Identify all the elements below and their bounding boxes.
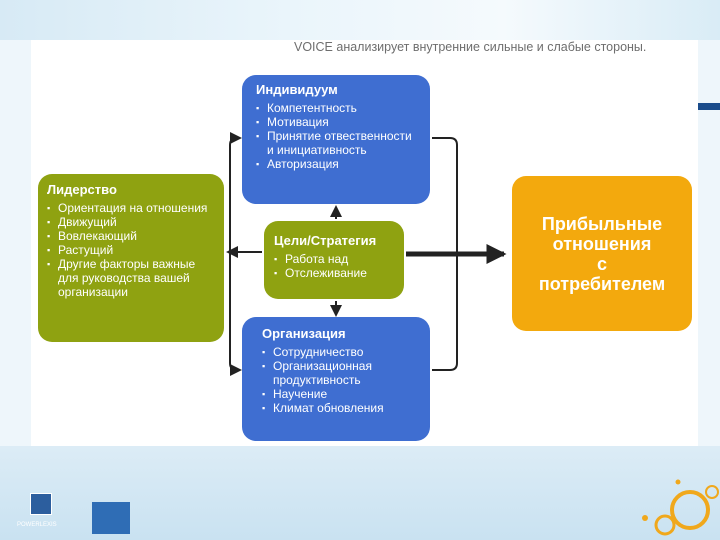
arrow-leader-to-individual [230, 138, 240, 252]
box-individual-title: Индивидуум [256, 82, 420, 97]
arrow-leader-to-organization [230, 252, 240, 370]
list-item: Компетентность [256, 101, 420, 115]
box-goals-title: Цели/Стратегия [274, 233, 398, 248]
decorative-square [92, 502, 130, 534]
list-item: Другие факторы важные для руководства ва… [47, 257, 218, 299]
box-profit-text: Прибыльные отношения с потребителем [539, 214, 665, 294]
box-profit: Прибыльные отношения с потребителем [512, 176, 692, 331]
list-item: Отслеживание [274, 266, 398, 280]
list-item: Растущий [47, 243, 218, 257]
list-item: Климат обновления [262, 401, 424, 415]
list-item: Мотивация [256, 115, 420, 129]
list-item: Вовлекающий [47, 229, 218, 243]
box-goals: Цели/Стратегия Работа над Отслеживание [264, 221, 404, 299]
list-item: Движущий [47, 215, 218, 229]
decorative-swirl-icon [620, 470, 720, 540]
box-organization-title: Организация [262, 326, 424, 341]
list-item: Сотрудничество [262, 345, 424, 359]
list-item: Ориентация на отношения [47, 201, 218, 215]
box-individual: Индивидуум Компетентность Мотивация Прин… [242, 75, 430, 204]
box-organization: Организация Сотрудничество Организационн… [242, 317, 430, 441]
company-logo-icon [30, 493, 52, 515]
list-item: Принятие отвественности и инициативность [256, 129, 420, 157]
box-leadership-title: Лидерство [47, 182, 218, 197]
list-item: Работа над [274, 252, 398, 266]
box-leadership: Лидерство Ориентация на отношения Движущ… [38, 174, 224, 342]
list-item: Научение [262, 387, 424, 401]
list-item: Организационная продуктивность [262, 359, 424, 387]
company-logo-text: POWERLEXIS [17, 522, 57, 528]
list-item: Авторизация [256, 157, 420, 171]
